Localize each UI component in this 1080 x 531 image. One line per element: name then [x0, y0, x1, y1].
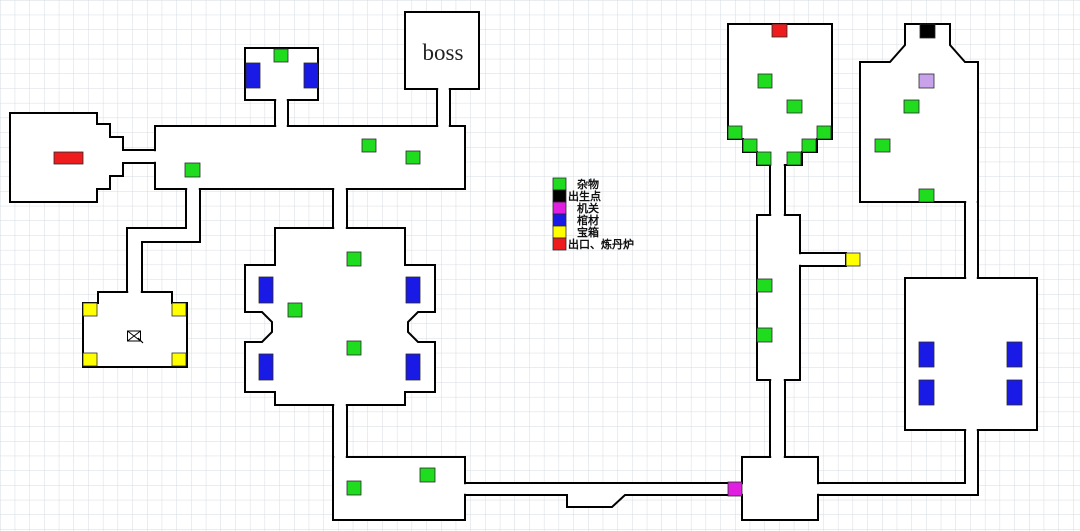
- misc-marker: [727, 125, 743, 140]
- chest-marker: [171, 352, 187, 367]
- spawn-marker: [919, 23, 936, 39]
- doorway: [187, 186, 199, 192]
- doorway: [771, 212, 784, 218]
- coffin-marker: [258, 353, 274, 381]
- misc-marker: [346, 251, 362, 267]
- misc-marker: [742, 138, 758, 153]
- misc-marker: [918, 188, 935, 203]
- misc-marker: [346, 480, 362, 496]
- chest-room: [82, 291, 188, 368]
- exit-marker: [53, 151, 84, 165]
- coffin-marker: [405, 353, 421, 381]
- doorway: [771, 454, 784, 460]
- doorway: [334, 454, 346, 460]
- legend-swatch-coffin: [552, 213, 567, 227]
- coffin-marker: [1006, 341, 1023, 368]
- legend: 杂物 出生点 机关 棺材 宝箱 出口、炼丹炉: [552, 177, 634, 251]
- coffin-marker: [918, 379, 935, 406]
- doorway: [334, 225, 346, 231]
- legend-swatch-spawn: [552, 189, 567, 203]
- legend-label-coffin: 棺材: [577, 213, 599, 227]
- corridors: [126, 88, 979, 508]
- misc-marker: [287, 302, 303, 318]
- doorways: [128, 86, 977, 494]
- coffin-marker: [405, 276, 421, 304]
- doorway: [334, 186, 346, 192]
- legend-label-chest: 宝箱: [577, 225, 599, 239]
- doorway: [771, 377, 784, 383]
- doorway: [966, 275, 977, 281]
- legend-swatch-exit: [552, 237, 567, 251]
- doorway: [966, 199, 977, 205]
- corridor-hall-to-central-room: [332, 188, 348, 229]
- doorway: [438, 86, 449, 92]
- misc-marker: [757, 73, 773, 89]
- tall-room: [756, 214, 801, 381]
- legend-label-spawn: 出生点: [568, 189, 601, 203]
- misc-marker: [419, 467, 436, 483]
- misc-marker: [756, 327, 773, 343]
- hub-room: [741, 456, 819, 521]
- legend-label-misc: 杂物: [577, 177, 599, 191]
- legend-swatch-misc: [552, 177, 567, 191]
- corridor-hub-to-tall-room: [769, 379, 786, 458]
- doorway: [771, 162, 784, 168]
- doorway: [276, 97, 287, 103]
- corridor-central-to-south-room: [332, 404, 348, 458]
- chest-marker: [82, 302, 98, 317]
- legend-label-mechanism: 机关: [577, 201, 599, 215]
- doorway: [334, 402, 346, 408]
- misc-marker: [903, 99, 920, 114]
- coffin-marker: [303, 62, 319, 89]
- chest-marker: [82, 352, 98, 367]
- crossed-box-icon: [127, 330, 144, 344]
- markers: [53, 23, 1023, 497]
- central-coffin-room: [244, 227, 436, 406]
- legend-swatch-chest: [552, 225, 567, 239]
- boss-label: boss: [423, 40, 464, 65]
- coffin-marker: [258, 276, 274, 304]
- coffin-marker: [918, 341, 935, 368]
- legend-label-exit: 出口、炼丹炉: [568, 237, 634, 251]
- chest-marker: [845, 252, 861, 267]
- misc-marker: [346, 340, 362, 356]
- misc-marker: [184, 162, 201, 178]
- misc-marker: [756, 278, 773, 293]
- doorway: [462, 484, 468, 494]
- misc-marker: [874, 138, 891, 153]
- doorway: [815, 484, 821, 494]
- coffin-marker: [1006, 379, 1023, 406]
- chest-marker: [171, 302, 187, 317]
- corridor-spawn-to-east-room: [964, 201, 979, 279]
- doorway: [152, 151, 158, 162]
- misc-marker: [756, 151, 772, 166]
- misc-marker: [816, 125, 832, 140]
- misc-marker: [801, 138, 817, 153]
- doorway: [276, 123, 287, 129]
- misc-marker: [786, 99, 803, 114]
- doorway: [797, 254, 803, 265]
- exit-marker: [771, 23, 788, 38]
- corridor-boss-to-hall: [436, 88, 451, 127]
- boss-room: [404, 11, 480, 90]
- mechanism-marker: [727, 481, 743, 497]
- misc-marker: [405, 150, 421, 165]
- corridor-alcove-to-hall: [274, 99, 289, 127]
- misc-marker: [786, 151, 802, 166]
- doorway: [438, 123, 449, 129]
- legend-swatch-mechanism: [552, 201, 567, 215]
- corridor-tall-room-side: [799, 252, 847, 267]
- misc-marker: [273, 48, 289, 63]
- misc-marker: [361, 138, 377, 153]
- doorway: [128, 289, 141, 295]
- coffin-marker: [245, 62, 261, 89]
- mechanism-marker-light: [918, 73, 935, 89]
- corridor-tall-room-to-north-room: [769, 164, 786, 216]
- doorway: [966, 427, 977, 433]
